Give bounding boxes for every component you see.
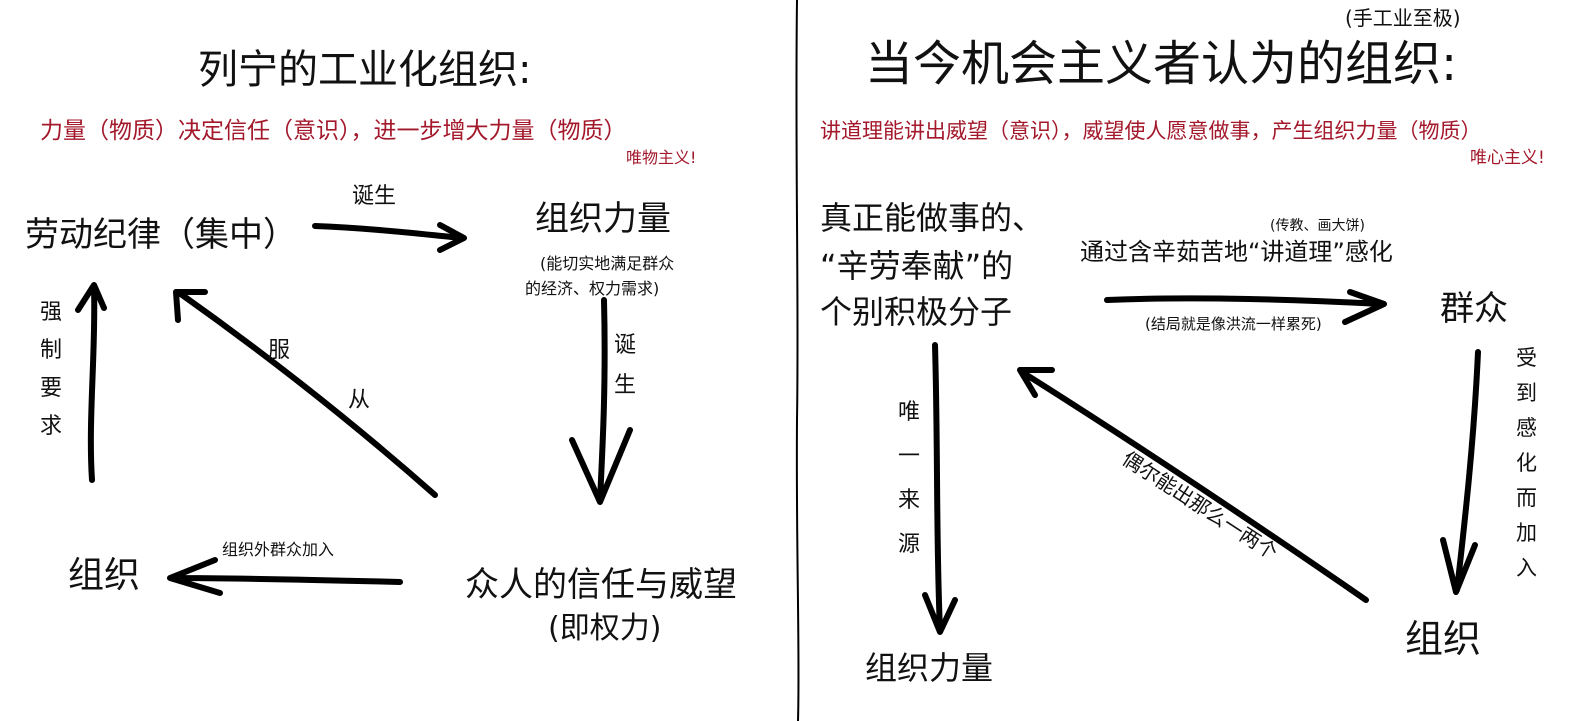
left-subtitle: 力量（物质）决定信任（意识），进一步增大力量（物质） [40,118,627,144]
arrow-org-to-activists [1017,367,1369,603]
edge-birth-1: 诞生 [352,184,397,209]
edge-char: 源 [898,532,921,557]
edge-char: 要 [40,376,63,401]
edge-join: 组织外群众加入 [222,540,335,559]
arrow-power-to-trust [569,297,633,505]
edge-char: 而 [1516,486,1537,510]
edge-char: 化 [1516,451,1537,475]
node-org-power-note-2: 的经济、权力需求) [525,279,660,298]
node-trust-note: (即权力) [548,611,662,646]
node-org-power-note-1: (能切实地满足群众 [540,254,675,273]
right-title: 当今机会主义者认为的组织: [865,36,1458,92]
arrow-discipline-to-power [312,222,467,253]
edge-char: 来 [898,488,921,513]
node-org-power: 组织力量 [535,199,671,239]
edge-char: 生 [614,373,637,398]
node-discipline: 劳动纪律（集中） [25,215,297,255]
edge-char: 受 [1516,346,1537,370]
edge-char: 到 [1516,381,1537,405]
edge-only-source: 唯 一 来 源 [898,402,920,556]
edge-char: 入 [1516,556,1537,580]
arrow-activists-to-masses [1104,289,1387,325]
edge-char: 感 [1516,416,1537,440]
edge-persuade-result: (结局就是像洪流一样累死) [1145,315,1322,333]
left-tag: 唯物主义! [626,148,697,167]
edge-birth-2: 诞 生 [614,335,636,397]
node-organization-right: 组织 [1405,617,1482,661]
node-trust: 众人的信任与威望 [465,565,737,605]
edge-char: 一 [898,444,921,469]
arrow-org-to-discipline [75,282,107,483]
arrow-masses-to-org [1440,349,1481,595]
edge-char: 诞 [614,333,637,358]
right-title-note: (手工业至极) [1345,6,1461,30]
node-activists-3: 个别积极分子 [820,293,1013,331]
edge-moved-join: 受 到 感 化 而 加 入 [1516,348,1537,579]
edge-char: 制 [40,338,63,363]
node-org-power-right: 组织力量 [865,649,994,687]
edge-obey-1: 服 [268,338,291,363]
edge-char: 加 [1516,521,1537,545]
node-organization-left: 组织 [68,555,141,596]
arrow-trust-to-discipline [173,289,438,498]
arrow-trust-to-org [167,557,403,596]
node-activists-1: 真正能做事的、 [820,199,1045,237]
edge-char: 唯 [898,400,921,425]
right-subtitle: 讲道理能讲出威望（意识），威望使人愿意做事，产生组织力量（物质） [820,119,1482,143]
panel-divider [795,0,800,721]
edge-persuade-note: (传教、画大饼) [1270,218,1365,234]
node-masses: 群众 [1440,289,1508,329]
edge-obey-2: 从 [348,388,371,413]
left-title: 列宁的工业化组织: [198,47,532,93]
edge-char: 强 [40,300,63,325]
edge-force: 强 制 要 求 [40,302,62,438]
arrow-activists-to-power [922,342,958,635]
edge-persuade: 通过含辛茹苦地“讲道理”感化 [1080,238,1393,266]
right-tag: 唯心主义! [1470,148,1545,168]
edge-char: 求 [40,414,63,439]
node-activists-2: “辛劳奉献”的 [820,247,1014,285]
